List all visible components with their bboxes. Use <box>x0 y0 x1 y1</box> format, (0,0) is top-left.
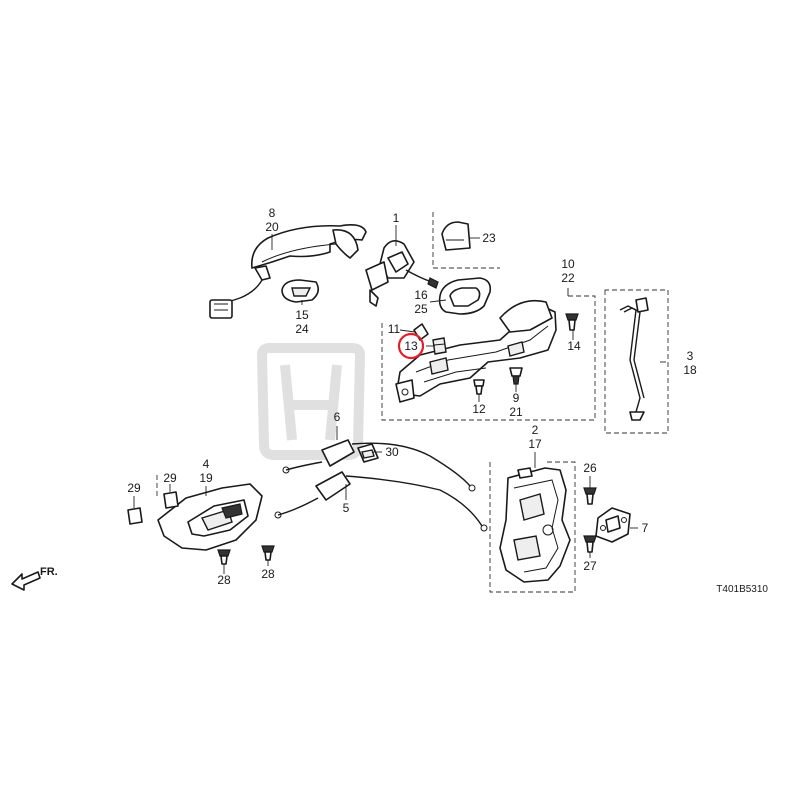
bumper-part-13 <box>432 337 447 355</box>
callout-30: 30 <box>385 445 399 459</box>
callout-14: 14 <box>567 339 581 353</box>
callout-11: 11 <box>388 322 401 336</box>
callout-7: 7 <box>642 521 649 535</box>
outer-handle-part-8 <box>209 224 367 319</box>
callout-25: 25 <box>414 302 428 316</box>
callout-16: 16 <box>414 288 428 302</box>
callout-21: 21 <box>509 405 523 419</box>
group-box-23 <box>432 212 500 269</box>
lock-cylinder-part-1 <box>365 240 439 307</box>
callout-13: 13 <box>404 339 418 353</box>
group-box-10 <box>381 295 596 421</box>
trim-part-29-right <box>163 491 179 509</box>
screw-part-28-right <box>261 545 275 561</box>
callout-1: 1 <box>393 211 400 225</box>
callout-18: 18 <box>683 363 697 377</box>
callout-2: 2 <box>532 423 539 437</box>
leader-lines <box>133 225 666 574</box>
callout-27: 27 <box>583 559 597 573</box>
screw-part-27 <box>583 535 597 553</box>
rod-part-3 <box>619 297 649 421</box>
callout-28-right: 28 <box>261 567 275 581</box>
front-direction-arrow: FR. <box>11 566 58 591</box>
callout-19: 19 <box>199 471 213 485</box>
highlight-circle-13 <box>397 332 425 360</box>
lock-actuator-part-2 <box>499 467 571 583</box>
callout-24: 24 <box>295 322 309 336</box>
cable-part-5 <box>274 471 488 532</box>
clip-part-12 <box>473 379 485 395</box>
callout-5: 5 <box>343 501 350 515</box>
cable-part-6 <box>282 439 476 492</box>
handle-seal-part-15 <box>281 279 320 303</box>
gasket-part-16 <box>438 277 492 315</box>
callout-26: 26 <box>583 461 597 475</box>
trim-part-29-left <box>127 507 143 525</box>
callout-28-left: 28 <box>217 573 231 587</box>
striker-part-7 <box>595 507 631 543</box>
callout-17: 17 <box>528 437 542 451</box>
screw-part-26 <box>583 487 597 505</box>
callout-9: 9 <box>513 391 520 405</box>
callout-10: 10 <box>561 257 575 271</box>
callout-29-left: 29 <box>127 481 141 495</box>
clip-part-30 <box>357 443 379 463</box>
handle-frame-part-10 <box>395 299 557 403</box>
screw-part-14 <box>565 313 579 331</box>
group-box-3 <box>604 289 669 434</box>
direction-label: FR. <box>40 566 58 578</box>
clip-part-9 <box>509 367 523 385</box>
group-box-2 <box>489 461 576 593</box>
callout-3: 3 <box>687 349 694 363</box>
callout-20: 20 <box>265 220 279 234</box>
callout-29-right: 29 <box>163 471 177 485</box>
screw-part-28-left <box>217 549 231 565</box>
callout-22: 22 <box>561 271 575 285</box>
callout-8: 8 <box>269 206 276 220</box>
cap-part-23 <box>441 221 471 251</box>
callout-23: 23 <box>482 231 496 245</box>
callout-6: 6 <box>334 410 341 424</box>
inner-handle-part-4 <box>157 483 263 551</box>
callout-4: 4 <box>203 457 210 471</box>
diagram-code: T401B5310 <box>716 584 768 595</box>
callout-15: 15 <box>295 308 309 322</box>
callout-12: 12 <box>472 402 486 416</box>
brand-watermark <box>256 343 366 460</box>
